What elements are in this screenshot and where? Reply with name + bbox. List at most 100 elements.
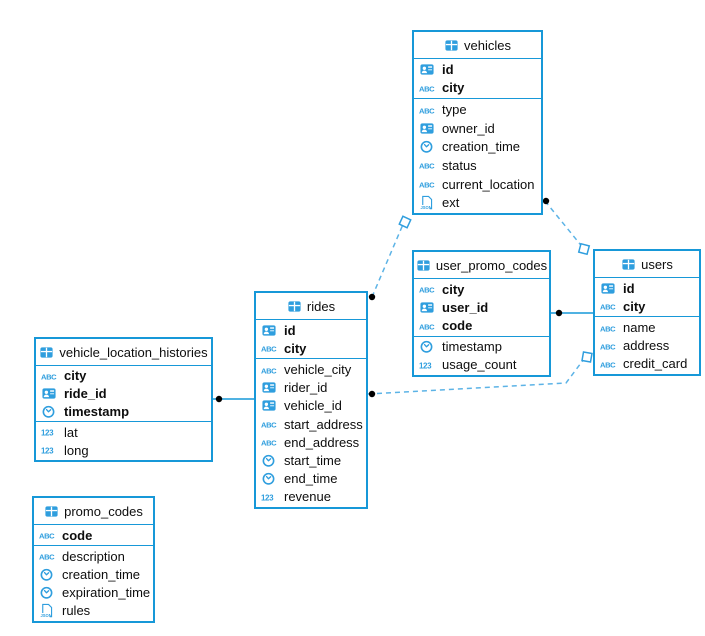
table-users[interactable]: users id ABC city ABC name ABC address A… xyxy=(593,249,701,376)
column-start_address[interactable]: ABC start_address xyxy=(256,415,366,433)
column-code[interactable]: ABC code xyxy=(414,316,549,334)
table-header[interactable]: vehicle_location_histories xyxy=(36,339,211,366)
primary-key-section: id ABC city xyxy=(595,278,699,316)
svg-text:123: 123 xyxy=(41,429,54,438)
svg-text:ABC: ABC xyxy=(261,366,277,375)
column-city[interactable]: ABC city xyxy=(414,79,541,98)
column-name: id xyxy=(623,280,635,296)
table-icon xyxy=(416,258,431,273)
table-promo_codes[interactable]: promo_codes ABC code ABC description cre… xyxy=(32,496,155,623)
table-header[interactable]: users xyxy=(595,251,699,278)
column-name: id xyxy=(284,322,296,338)
column-rules[interactable]: JSON rules xyxy=(34,602,153,620)
column-name: user_id xyxy=(442,299,489,315)
text-type-icon: ABC xyxy=(419,104,438,116)
table-user_promo_codes[interactable]: user_promo_codes ABC city user_id ABC co… xyxy=(412,250,551,377)
text-type-icon: ABC xyxy=(419,159,438,171)
column-creation_time[interactable]: creation_time xyxy=(34,565,153,583)
column-user_id[interactable]: user_id xyxy=(414,298,549,316)
text-type-icon: ABC xyxy=(419,178,438,190)
svg-text:ABC: ABC xyxy=(419,181,435,190)
columns-section: ABC type owner_id creation_time ABC stat… xyxy=(414,98,541,213)
svg-text:ABC: ABC xyxy=(419,106,435,115)
column-timestamp[interactable]: timestamp xyxy=(36,403,211,421)
column-owner_id[interactable]: owner_id xyxy=(414,119,541,138)
table-rides[interactable]: rides id ABC city ABC vehicle_city rider… xyxy=(254,291,368,509)
column-type[interactable]: ABC type xyxy=(414,100,541,119)
table-header[interactable]: promo_codes xyxy=(34,498,153,525)
column-name: end_address xyxy=(284,434,360,450)
column-credit_card[interactable]: ABC credit_card xyxy=(595,355,699,373)
text-type-icon: ABC xyxy=(600,300,619,312)
column-city[interactable]: ABC city xyxy=(256,339,366,357)
column-name: start_time xyxy=(284,453,342,469)
columns-section: ABC name ABC address ABC credit_card xyxy=(595,316,699,374)
column-name[interactable]: ABC name xyxy=(595,318,699,336)
text-type-icon: ABC xyxy=(600,340,619,352)
column-status[interactable]: ABC status xyxy=(414,156,541,175)
column-code[interactable]: ABC code xyxy=(34,526,153,544)
columns-section: 123 lat 123 long xyxy=(36,421,211,460)
svg-text:ABC: ABC xyxy=(600,324,616,333)
column-name: address xyxy=(623,338,670,354)
column-name: creation_time xyxy=(62,567,141,582)
column-end_address[interactable]: ABC end_address xyxy=(256,433,366,451)
svg-text:ABC: ABC xyxy=(261,421,277,430)
column-name: type xyxy=(442,102,467,118)
column-address[interactable]: ABC address xyxy=(595,337,699,355)
column-id[interactable]: id xyxy=(595,279,699,297)
svg-text:123: 123 xyxy=(419,361,432,370)
column-name: creation_time xyxy=(442,139,521,155)
column-description[interactable]: ABC description xyxy=(34,547,153,565)
table-header[interactable]: user_promo_codes xyxy=(414,252,549,279)
column-ext[interactable]: JSON ext xyxy=(414,193,541,212)
svg-text:ABC: ABC xyxy=(261,439,277,448)
column-start_time[interactable]: start_time xyxy=(256,451,366,469)
table-name: promo_codes xyxy=(64,503,143,519)
primary-key-section: ABC code xyxy=(34,525,153,545)
column-lat[interactable]: 123 lat xyxy=(36,423,211,441)
svg-text:ABC: ABC xyxy=(261,345,277,354)
table-header[interactable]: vehicles xyxy=(414,32,541,59)
svg-text:123: 123 xyxy=(261,493,274,502)
column-vehicle_id[interactable]: vehicle_id xyxy=(256,397,366,415)
column-vehicle_city[interactable]: ABC vehicle_city xyxy=(256,360,366,378)
column-city[interactable]: ABC city xyxy=(414,280,549,298)
table-icon xyxy=(444,38,459,53)
text-type-icon: ABC xyxy=(261,436,280,448)
table-vehicle_location_histories[interactable]: vehicle_location_histories ABC city ride… xyxy=(34,337,213,462)
column-id[interactable]: id xyxy=(256,321,366,339)
column-timestamp[interactable]: timestamp xyxy=(414,338,549,356)
numeric-type-icon: 123 xyxy=(419,359,438,371)
column-city[interactable]: ABC city xyxy=(595,297,699,315)
text-type-icon: ABC xyxy=(261,342,280,354)
column-name: end_time xyxy=(284,471,338,487)
svg-text:JSON: JSON xyxy=(41,613,52,618)
text-type-icon: ABC xyxy=(39,529,58,541)
table-vehicles[interactable]: vehicles id ABC city ABC type owner_id c… xyxy=(412,30,543,215)
uuid-type-icon xyxy=(261,398,280,413)
column-long[interactable]: 123 long xyxy=(36,441,211,459)
column-id[interactable]: id xyxy=(414,60,541,79)
svg-text:ABC: ABC xyxy=(41,372,57,381)
column-ride_id[interactable]: ride_id xyxy=(36,385,211,403)
table-icon xyxy=(287,299,302,314)
column-creation_time[interactable]: creation_time xyxy=(414,138,541,157)
column-name: vehicle_id xyxy=(284,398,342,414)
column-current_location[interactable]: ABC current_location xyxy=(414,175,541,194)
table-name: rides xyxy=(306,298,336,314)
column-expiration_time[interactable]: expiration_time xyxy=(34,584,153,602)
column-city[interactable]: ABC city xyxy=(36,367,211,385)
svg-text:ABC: ABC xyxy=(419,286,435,295)
column-end_time[interactable]: end_time xyxy=(256,470,366,488)
table-header[interactable]: rides xyxy=(256,293,366,320)
column-usage_count[interactable]: 123 usage_count xyxy=(414,356,549,374)
column-name: city xyxy=(623,298,646,314)
uuid-type-icon xyxy=(261,380,280,395)
column-rider_id[interactable]: rider_id xyxy=(256,379,366,397)
datetime-type-icon xyxy=(39,567,58,582)
column-name: timestamp xyxy=(442,339,502,355)
column-name: name xyxy=(623,320,656,335)
column-revenue[interactable]: 123 revenue xyxy=(256,488,366,506)
